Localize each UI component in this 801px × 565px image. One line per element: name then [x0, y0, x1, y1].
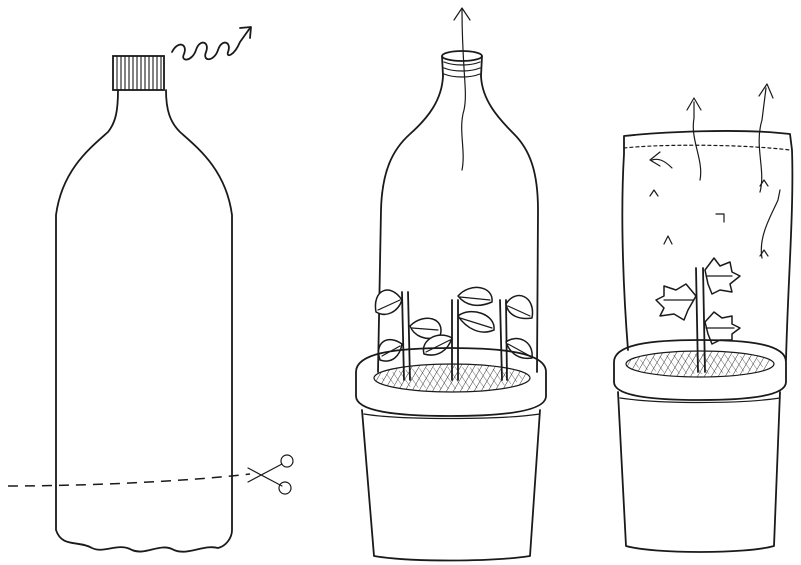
open-neck	[442, 51, 482, 77]
panel-cut-bottle	[8, 27, 293, 552]
dashed-cut-line	[8, 474, 250, 486]
scissors-icon	[248, 455, 293, 494]
spiral-arrow	[172, 28, 250, 60]
air-arrow	[462, 10, 466, 170]
bottle-cap	[113, 56, 164, 90]
panel-bottle-cloche	[356, 8, 546, 561]
air-arrows	[650, 84, 780, 258]
panel-bag-cover	[614, 84, 792, 552]
